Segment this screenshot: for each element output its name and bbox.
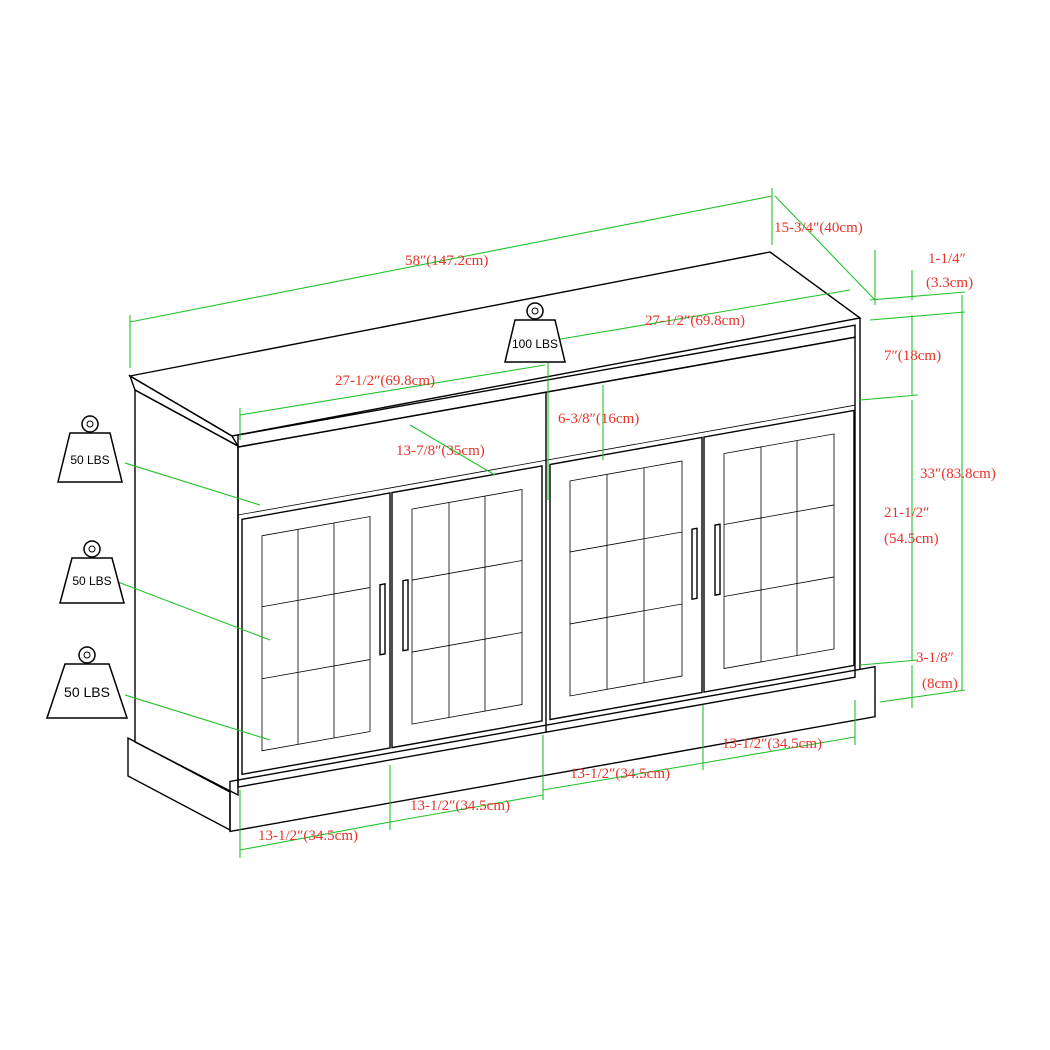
- base-height-cm-label: (8cm): [922, 676, 958, 692]
- opening-height-label: 7″(18cm): [884, 348, 941, 364]
- weight-bottom-label: 50 LBS: [64, 684, 110, 700]
- door-handle[interactable]: [691, 527, 698, 601]
- depth-label: 15-3/4″(40cm): [774, 220, 863, 236]
- shelf-line: [238, 404, 855, 516]
- weight-shelf-label: 50 LBS: [70, 453, 109, 467]
- door-height-cm-label: (54.5cm): [884, 531, 939, 547]
- door-height-label: 21-1/2″: [884, 505, 929, 521]
- weight-icon-middle-shelf: 50 LBS: [59, 540, 125, 604]
- door-handle[interactable]: [402, 578, 409, 652]
- top-edge: [128, 374, 240, 448]
- door-2[interactable]: [391, 465, 543, 749]
- door-4[interactable]: [703, 409, 855, 693]
- dimension-lines: [117, 188, 966, 858]
- base-height-label: 3-1/8″: [916, 650, 954, 666]
- door-width-3-label: 13-1/2″(34.5cm): [570, 766, 670, 782]
- weight-top-label: 100 LBS: [512, 337, 558, 351]
- weight-icon-shelf: 50 LBS: [57, 415, 123, 483]
- left-plinth: [127, 736, 231, 832]
- door-width-2-label: 13-1/2″(34.5cm): [410, 798, 510, 814]
- width-label: 58″(147.2cm): [405, 253, 488, 269]
- door-3[interactable]: [549, 436, 703, 721]
- top-thickness-label: 1-1/4″: [928, 251, 966, 267]
- dimension-labels: 58″(147.2cm) 15-3/4″(40cm) 1-1/4″ (3.3cm…: [258, 220, 996, 844]
- total-height-label: 33″(83.8cm): [920, 466, 996, 482]
- door-width-1-label: 13-1/2″(34.5cm): [258, 828, 358, 844]
- shelf-width-right-label: 27-1/2″(69.8cm): [645, 313, 745, 329]
- cabinet-drawing: [127, 251, 876, 833]
- door-width-4-label: 13-1/2″(34.5cm): [722, 736, 822, 752]
- shelf-width-left-label: 27-1/2″(69.8cm): [335, 373, 435, 389]
- left-side: [134, 388, 239, 797]
- weight-icon-top: 100 LBS: [504, 302, 566, 363]
- shelf-depth-label: 13-7/8″(35cm): [396, 443, 485, 459]
- door-1[interactable]: [241, 492, 391, 776]
- weight-icon-bottom-shelf: 50 LBS: [45, 646, 129, 719]
- front-face: [229, 324, 876, 833]
- top-thickness-cm-label: (3.3cm): [926, 275, 973, 291]
- door-handle[interactable]: [379, 583, 386, 656]
- front-plinth: [229, 665, 876, 833]
- shelf-clearance-label: 6-3/8″(16cm): [558, 411, 639, 427]
- door-handle[interactable]: [714, 523, 721, 596]
- weight-middle-label: 50 LBS: [72, 574, 111, 588]
